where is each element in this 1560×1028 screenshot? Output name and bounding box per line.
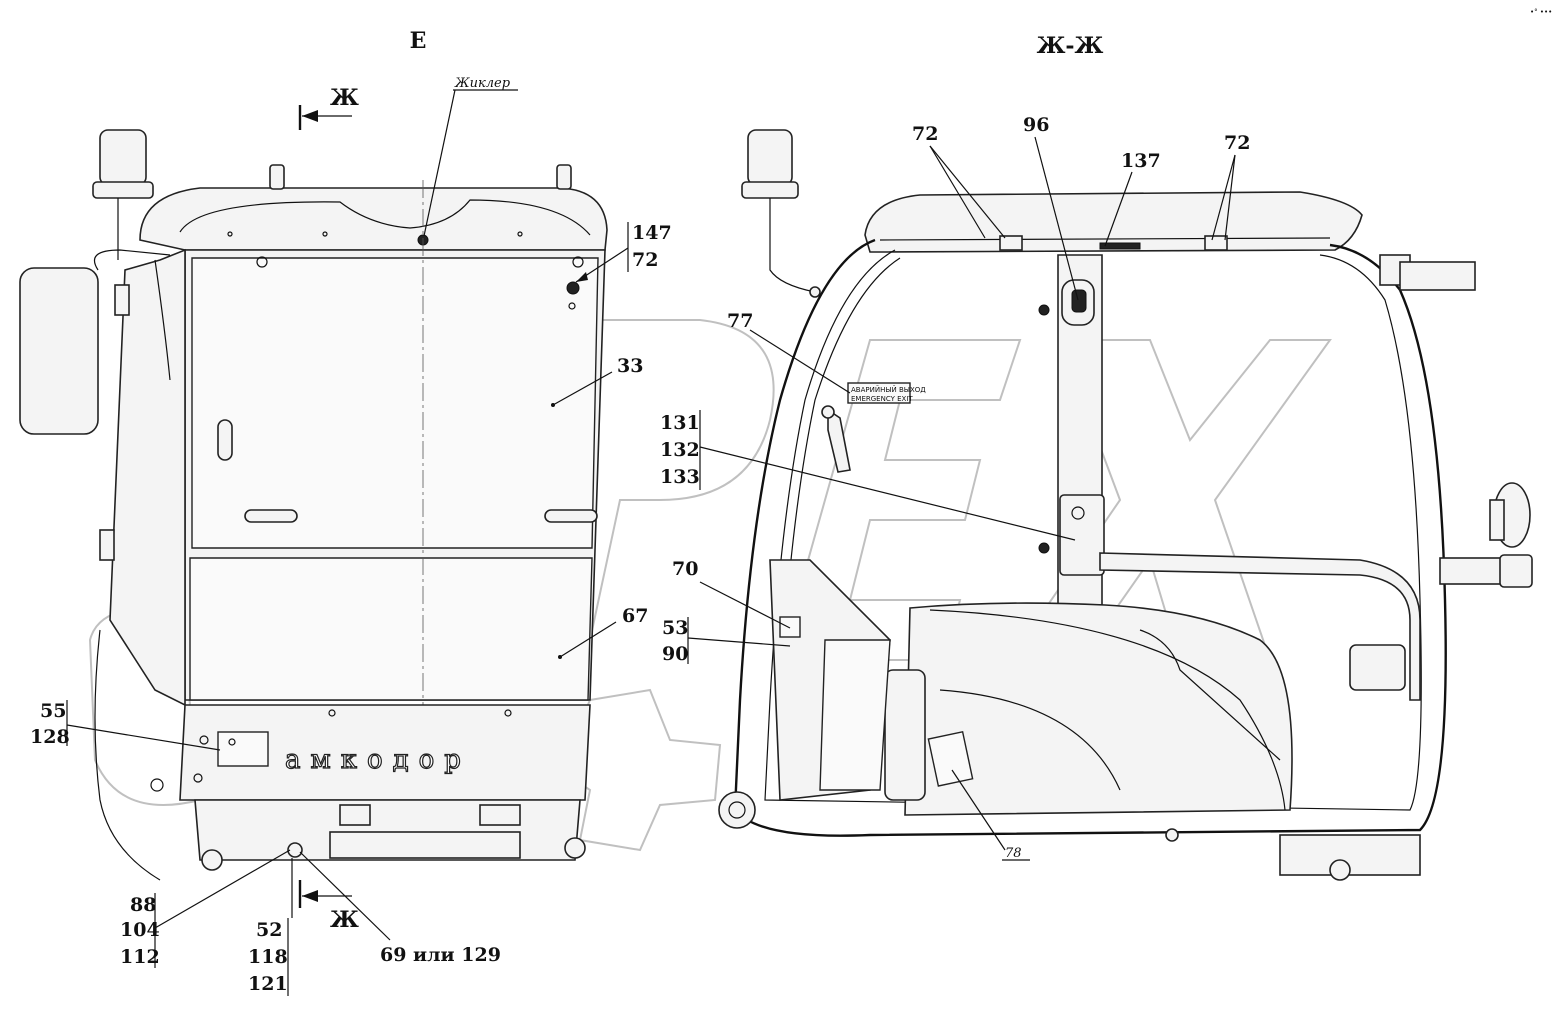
callouts-left: Жиклер 147 72 33 67 55 128 88 104 112 52… xyxy=(30,76,672,996)
brand-panel xyxy=(179,704,591,801)
callout-96: 96 xyxy=(1023,114,1049,136)
beacon-right-icon xyxy=(741,129,821,298)
lower-console xyxy=(904,602,1293,816)
beacon-icon xyxy=(92,129,154,260)
section-mark-top: Ж xyxy=(330,85,359,111)
cab-frame-outer xyxy=(733,238,1447,837)
view-title-zh-zh: Ж-Ж xyxy=(1037,33,1104,59)
callout-69-or-129: 69 или 129 xyxy=(380,944,501,966)
section-mark-bottom: Ж xyxy=(330,907,359,933)
callout-67: 67 xyxy=(622,605,648,627)
callout-72-right-b: 72 xyxy=(1224,132,1250,154)
callout-118: 118 xyxy=(248,946,288,968)
callout-72-left: 72 xyxy=(632,249,658,271)
work-lamp-icon xyxy=(1439,482,1533,588)
section-arrow-bottom: Ж xyxy=(298,880,359,933)
callout-112: 112 xyxy=(120,946,160,968)
view-title-e: Е xyxy=(410,28,427,54)
callout-55: 55 xyxy=(40,700,66,722)
brand-lettering: амкодор xyxy=(285,745,471,775)
corner-mark: •° ••• xyxy=(1530,8,1552,16)
callout-90: 90 xyxy=(662,643,688,665)
callout-137: 137 xyxy=(1121,150,1161,172)
emergency-exit-en: EMERGENCY EXIT xyxy=(851,395,913,403)
callout-88: 88 xyxy=(130,894,156,916)
callout-104: 104 xyxy=(120,919,160,941)
callout-72-right-a: 72 xyxy=(912,123,938,145)
section-arrow-top: Ж xyxy=(298,85,359,130)
jikler-label: Жиклер xyxy=(454,76,511,91)
callout-78: 78 xyxy=(1005,846,1022,861)
cab-roof xyxy=(139,187,608,251)
callout-53: 53 xyxy=(662,617,688,639)
callout-133: 133 xyxy=(660,466,700,488)
rear-upper-panel xyxy=(191,257,599,549)
callout-33: 33 xyxy=(617,355,643,377)
callout-132: 132 xyxy=(660,439,700,461)
callout-70: 70 xyxy=(672,558,698,580)
rear-lower-panel xyxy=(189,557,593,701)
callout-131: 131 xyxy=(660,412,700,434)
callout-128: 128 xyxy=(30,726,70,748)
callout-147: 147 xyxy=(632,222,672,244)
callout-52: 52 xyxy=(256,919,282,941)
emergency-exit-plate: АВАРИЙНЫЙ ВЫХОД EMERGENCY EXIT xyxy=(847,382,926,404)
side-mirror xyxy=(19,249,171,435)
callout-121: 121 xyxy=(248,973,288,995)
callouts-right: 72 96 137 72 77 131 132 133 70 53 90 78 xyxy=(660,114,1250,861)
callout-77: 77 xyxy=(727,310,753,332)
emergency-exit-ru: АВАРИЙНЫЙ ВЫХОД xyxy=(851,385,926,394)
